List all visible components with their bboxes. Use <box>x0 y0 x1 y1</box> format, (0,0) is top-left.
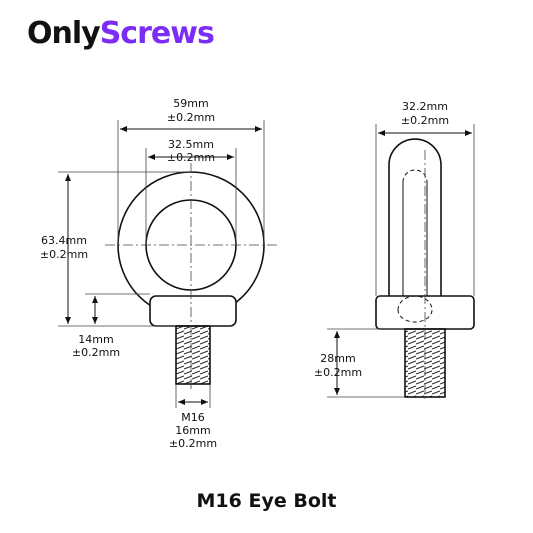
label-thread-size: M16 <box>181 411 205 424</box>
threaded-shank <box>175 325 211 385</box>
label-width-outer: 59mm <box>173 97 208 110</box>
label-thread: 16mm <box>175 424 210 437</box>
tol-side-width: ±0.2mm <box>401 114 449 127</box>
tol-thread: ±0.2mm <box>169 437 217 450</box>
tol-width-outer: ±0.2mm <box>167 111 215 124</box>
label-side-width: 32.2mm <box>402 100 448 113</box>
label-shank: 28mm <box>320 352 355 365</box>
tol-height: ±0.2mm <box>40 248 88 261</box>
tol-collar: ±0.2mm <box>72 346 120 359</box>
caption: M16 Eye Bolt <box>196 490 337 512</box>
brand-logo-part2: Screws <box>99 16 215 51</box>
side-eye-profile <box>388 138 442 302</box>
label-height: 63.4mm <box>41 234 87 247</box>
tol-width-inner: ±0.2mm <box>167 151 215 164</box>
front-view <box>105 163 277 392</box>
collar <box>149 295 237 327</box>
side-view <box>375 138 475 400</box>
brand-logo: OnlyScrews <box>27 16 215 51</box>
brand-logo-part1: Only <box>27 16 101 51</box>
label-width-inner: 32.5mm <box>168 138 214 151</box>
tol-shank: ±0.2mm <box>314 366 362 379</box>
label-collar: 14mm <box>78 333 113 346</box>
